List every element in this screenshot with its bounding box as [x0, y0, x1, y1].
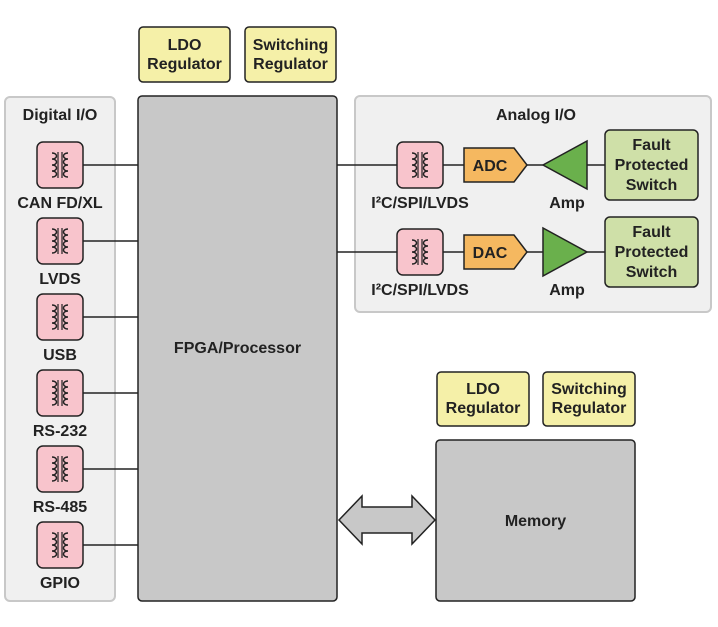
digital-io-item-can: CAN FD/XL: [17, 141, 103, 212]
fault-switch-line2: Protected: [615, 244, 689, 261]
ldo-regulator-memory-line2: Regulator: [446, 400, 521, 417]
digital-io-label: RS-232: [33, 423, 87, 440]
switching-regulator-memory-line2: Regulator: [552, 400, 627, 417]
transformer-icon: [36, 293, 84, 341]
switching-regulator-memory: Switching Regulator: [542, 371, 636, 427]
switching-regulator-top: Switching Regulator: [244, 26, 337, 83]
digital-io-panel: Digital I/O: [4, 96, 116, 602]
memory-label: Memory: [505, 513, 566, 530]
analog-channel-dac: I²C/SPI/LVDS DAC Amp Fault Protected Swi…: [371, 216, 699, 299]
dac-label: DAC: [473, 245, 508, 262]
transformer-icon: [36, 141, 84, 189]
ldo-regulator-memory-line1: LDO: [466, 381, 500, 398]
digital-io-label: GPIO: [40, 575, 80, 592]
analog-interface-label: I²C/SPI/LVDS: [371, 282, 469, 299]
analog-io-connections: [337, 164, 605, 253]
fault-protected-switch: [604, 129, 699, 201]
digital-io-label: CAN FD/XL: [17, 195, 103, 212]
switching-regulator-top-line1: Switching: [253, 37, 329, 54]
ldo-regulator-top-line1: LDO: [168, 37, 202, 54]
fault-protected-switch: [604, 216, 699, 288]
ldo-regulator-memory: LDO Regulator: [436, 371, 530, 427]
digital-io-item-rs485: RS-485: [33, 445, 87, 516]
transformer-icon: [396, 228, 444, 276]
transformer-icon: [396, 141, 444, 189]
memory-block: Memory: [435, 439, 636, 602]
ldo-regulator-top-line2: Regulator: [147, 56, 222, 73]
adc-block: [463, 147, 528, 183]
ldo-regulator-top: LDO Regulator: [138, 26, 231, 83]
transformer-icon: [36, 445, 84, 493]
switching-regulator-memory-line1: Switching: [551, 381, 627, 398]
digital-io-label: RS-485: [33, 499, 87, 516]
dac-block: [463, 234, 528, 270]
transformer-icon: [36, 369, 84, 417]
fault-switch-line1: Fault: [632, 137, 671, 154]
amp-label: Amp: [549, 282, 585, 299]
bidirectional-arrow-icon: [337, 494, 437, 546]
digital-io-label: USB: [43, 347, 77, 364]
analog-interface-label: I²C/SPI/LVDS: [371, 195, 469, 212]
fault-switch-line3: Switch: [626, 264, 678, 281]
switching-regulator-top-line2: Regulator: [253, 56, 328, 73]
fpga-processor-label: FPGA/Processor: [174, 340, 301, 357]
digital-io-label: LVDS: [39, 271, 81, 288]
transformer-icon: [36, 521, 84, 569]
analog-channel-adc: I²C/SPI/LVDS ADC Amp Fault Protected Swi…: [371, 129, 699, 212]
analog-io-title: Analog I/O: [496, 107, 576, 124]
transformer-icon: [36, 217, 84, 265]
digital-io-item-rs232: RS-232: [33, 369, 87, 440]
fpga-processor-block: FPGA/Processor: [137, 95, 338, 602]
digital-io-item-usb: USB: [36, 293, 84, 364]
digital-io-item-gpio: GPIO: [36, 521, 84, 592]
amp-triangle-icon: [541, 139, 588, 191]
fault-switch-line2: Protected: [615, 157, 689, 174]
adc-label: ADC: [473, 158, 508, 175]
digital-io-connections: [83, 164, 138, 546]
amp-triangle-icon: [542, 226, 589, 278]
amp-label: Amp: [549, 195, 585, 212]
fault-switch-line3: Switch: [626, 177, 678, 194]
fault-switch-line1: Fault: [632, 224, 671, 241]
digital-io-item-lvds: LVDS: [36, 217, 84, 288]
digital-io-title: Digital I/O: [23, 107, 98, 124]
